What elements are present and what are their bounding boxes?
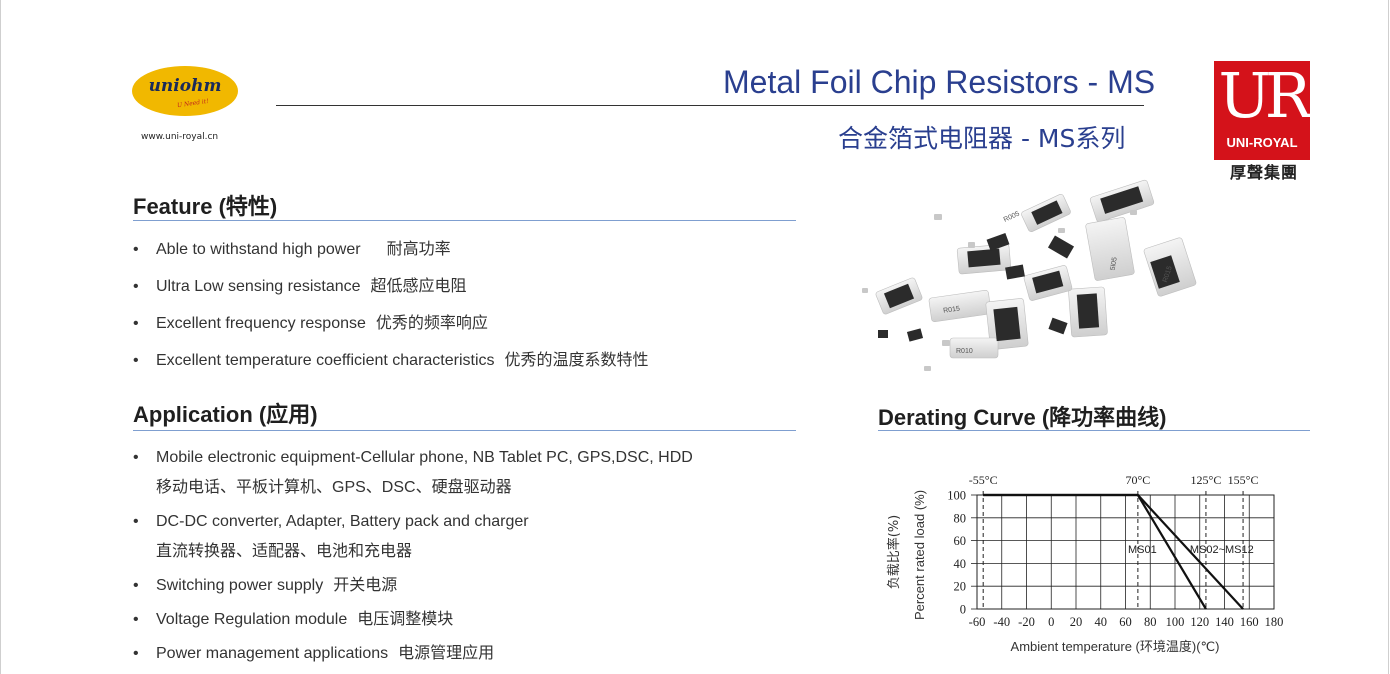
y-axis-label-cn: 负载比率(%) [886, 515, 902, 590]
y-tick-label: 40 [954, 557, 967, 571]
logo-brand: uniohm [148, 76, 222, 96]
uni-royal-logo: UR UNI-ROYAL [1214, 59, 1312, 160]
list-item: •Mobile electronic equipment-Cellular ph… [133, 443, 693, 503]
y-tick-label: 100 [947, 489, 966, 503]
derating-chart: -55°C 70°C 125°C 155°C -60 -40 -20 0 20 40 60 80 10… [886, 473, 1284, 654]
chip-label: R010 [956, 348, 973, 355]
bullet-icon: • [133, 315, 139, 332]
x-tick-label: 120 [1190, 615, 1209, 629]
website-url: www.uni-royal.cn [141, 132, 219, 142]
x-axis-label: Ambient temperature (环境温度)(℃) [1011, 639, 1220, 654]
chart-series [983, 493, 1244, 610]
feature-divider [133, 220, 796, 221]
bullet-icon: • [133, 449, 139, 466]
y-tick-labels: 0 20 40 60 80 100 [947, 489, 977, 617]
application-heading: Application (应用) [133, 402, 318, 427]
temperature-markers: -55°C 70°C 125°C 155°C [969, 473, 1259, 609]
chip-label: R015 [1162, 265, 1174, 283]
bullet-icon: • [133, 611, 139, 628]
series-line [983, 493, 1244, 610]
list-item: •DC-DC converter, Adapter, Battery pack … [133, 507, 693, 567]
x-tick-label: 60 [1119, 615, 1132, 629]
y-tick-label: 20 [954, 580, 967, 594]
y-tick-label: 80 [954, 511, 967, 525]
logo-name: UNI-ROYAL [1226, 135, 1298, 150]
x-tick-label: 40 [1095, 615, 1108, 629]
page-edge-right [1388, 0, 1389, 674]
x-tick-label: -40 [993, 615, 1010, 629]
bullet-icon: • [133, 352, 139, 369]
uniohm-logo: uniohm U Need it! [132, 66, 238, 116]
bullet-icon: • [133, 645, 139, 662]
marker-label: 70°C [1125, 473, 1150, 487]
chart-grid [976, 494, 1275, 610]
bullet-icon: • [133, 577, 139, 594]
x-tick-label: -60 [969, 615, 986, 629]
logo-slogan: U Need it! [176, 97, 210, 110]
y-tick-label: 60 [954, 534, 967, 548]
marker-label: 125°C [1191, 473, 1222, 487]
y-tick-label: 0 [960, 603, 966, 617]
bullet-icon: • [133, 513, 139, 530]
chip-label: 5l05 [1110, 257, 1119, 271]
x-tick-label: -20 [1018, 615, 1035, 629]
bullet-icon: • [133, 241, 139, 258]
list-item: •Excellent temperature coefficient chara… [133, 352, 649, 369]
series-line [983, 493, 1207, 610]
feature-heading: Feature (特性) [133, 194, 278, 219]
group-name: 厚聲集團 [1229, 163, 1298, 182]
derating-heading: Derating Curve (降功率曲线) [878, 405, 1167, 430]
x-tick-label: 140 [1215, 615, 1234, 629]
x-tick-label: 180 [1265, 615, 1284, 629]
series-labels: MS01 MS02~MS12 [1128, 544, 1254, 556]
page-edge-left [0, 0, 1, 674]
logo-letters: UR [1218, 59, 1312, 132]
chip-label: R015 [943, 305, 961, 314]
x-tick-label: 100 [1166, 615, 1185, 629]
page-title: Metal Foil Chip Resistors - MS [723, 64, 1156, 100]
series-label: MS02~MS12 [1190, 544, 1254, 556]
bullet-icon: • [133, 278, 139, 295]
header-divider [276, 105, 1144, 106]
marker-label: -55°C [969, 473, 998, 487]
x-tick-label: 80 [1144, 615, 1157, 629]
product-photo: R005 R015 5l05 R015 R010 [862, 179, 1197, 371]
page-subtitle: 合金箔式电阻器 - MS系列 [838, 124, 1126, 153]
x-tick-labels: -60 -40 -20 0 20 40 60 80 100 120 140 160 180 [969, 615, 1284, 629]
application-list: •Mobile electronic equipment-Cellular ph… [133, 443, 693, 669]
x-tick-label: 160 [1240, 615, 1259, 629]
series-label: MS01 [1128, 544, 1157, 556]
derating-divider [878, 430, 1310, 431]
application-divider [133, 430, 796, 431]
marker-label: 155°C [1228, 473, 1259, 487]
y-axis-label: Percent rated load (%) [912, 490, 927, 620]
x-tick-label: 20 [1070, 615, 1083, 629]
chip-label: R005 [1003, 210, 1021, 223]
x-tick-label: 0 [1048, 615, 1054, 629]
